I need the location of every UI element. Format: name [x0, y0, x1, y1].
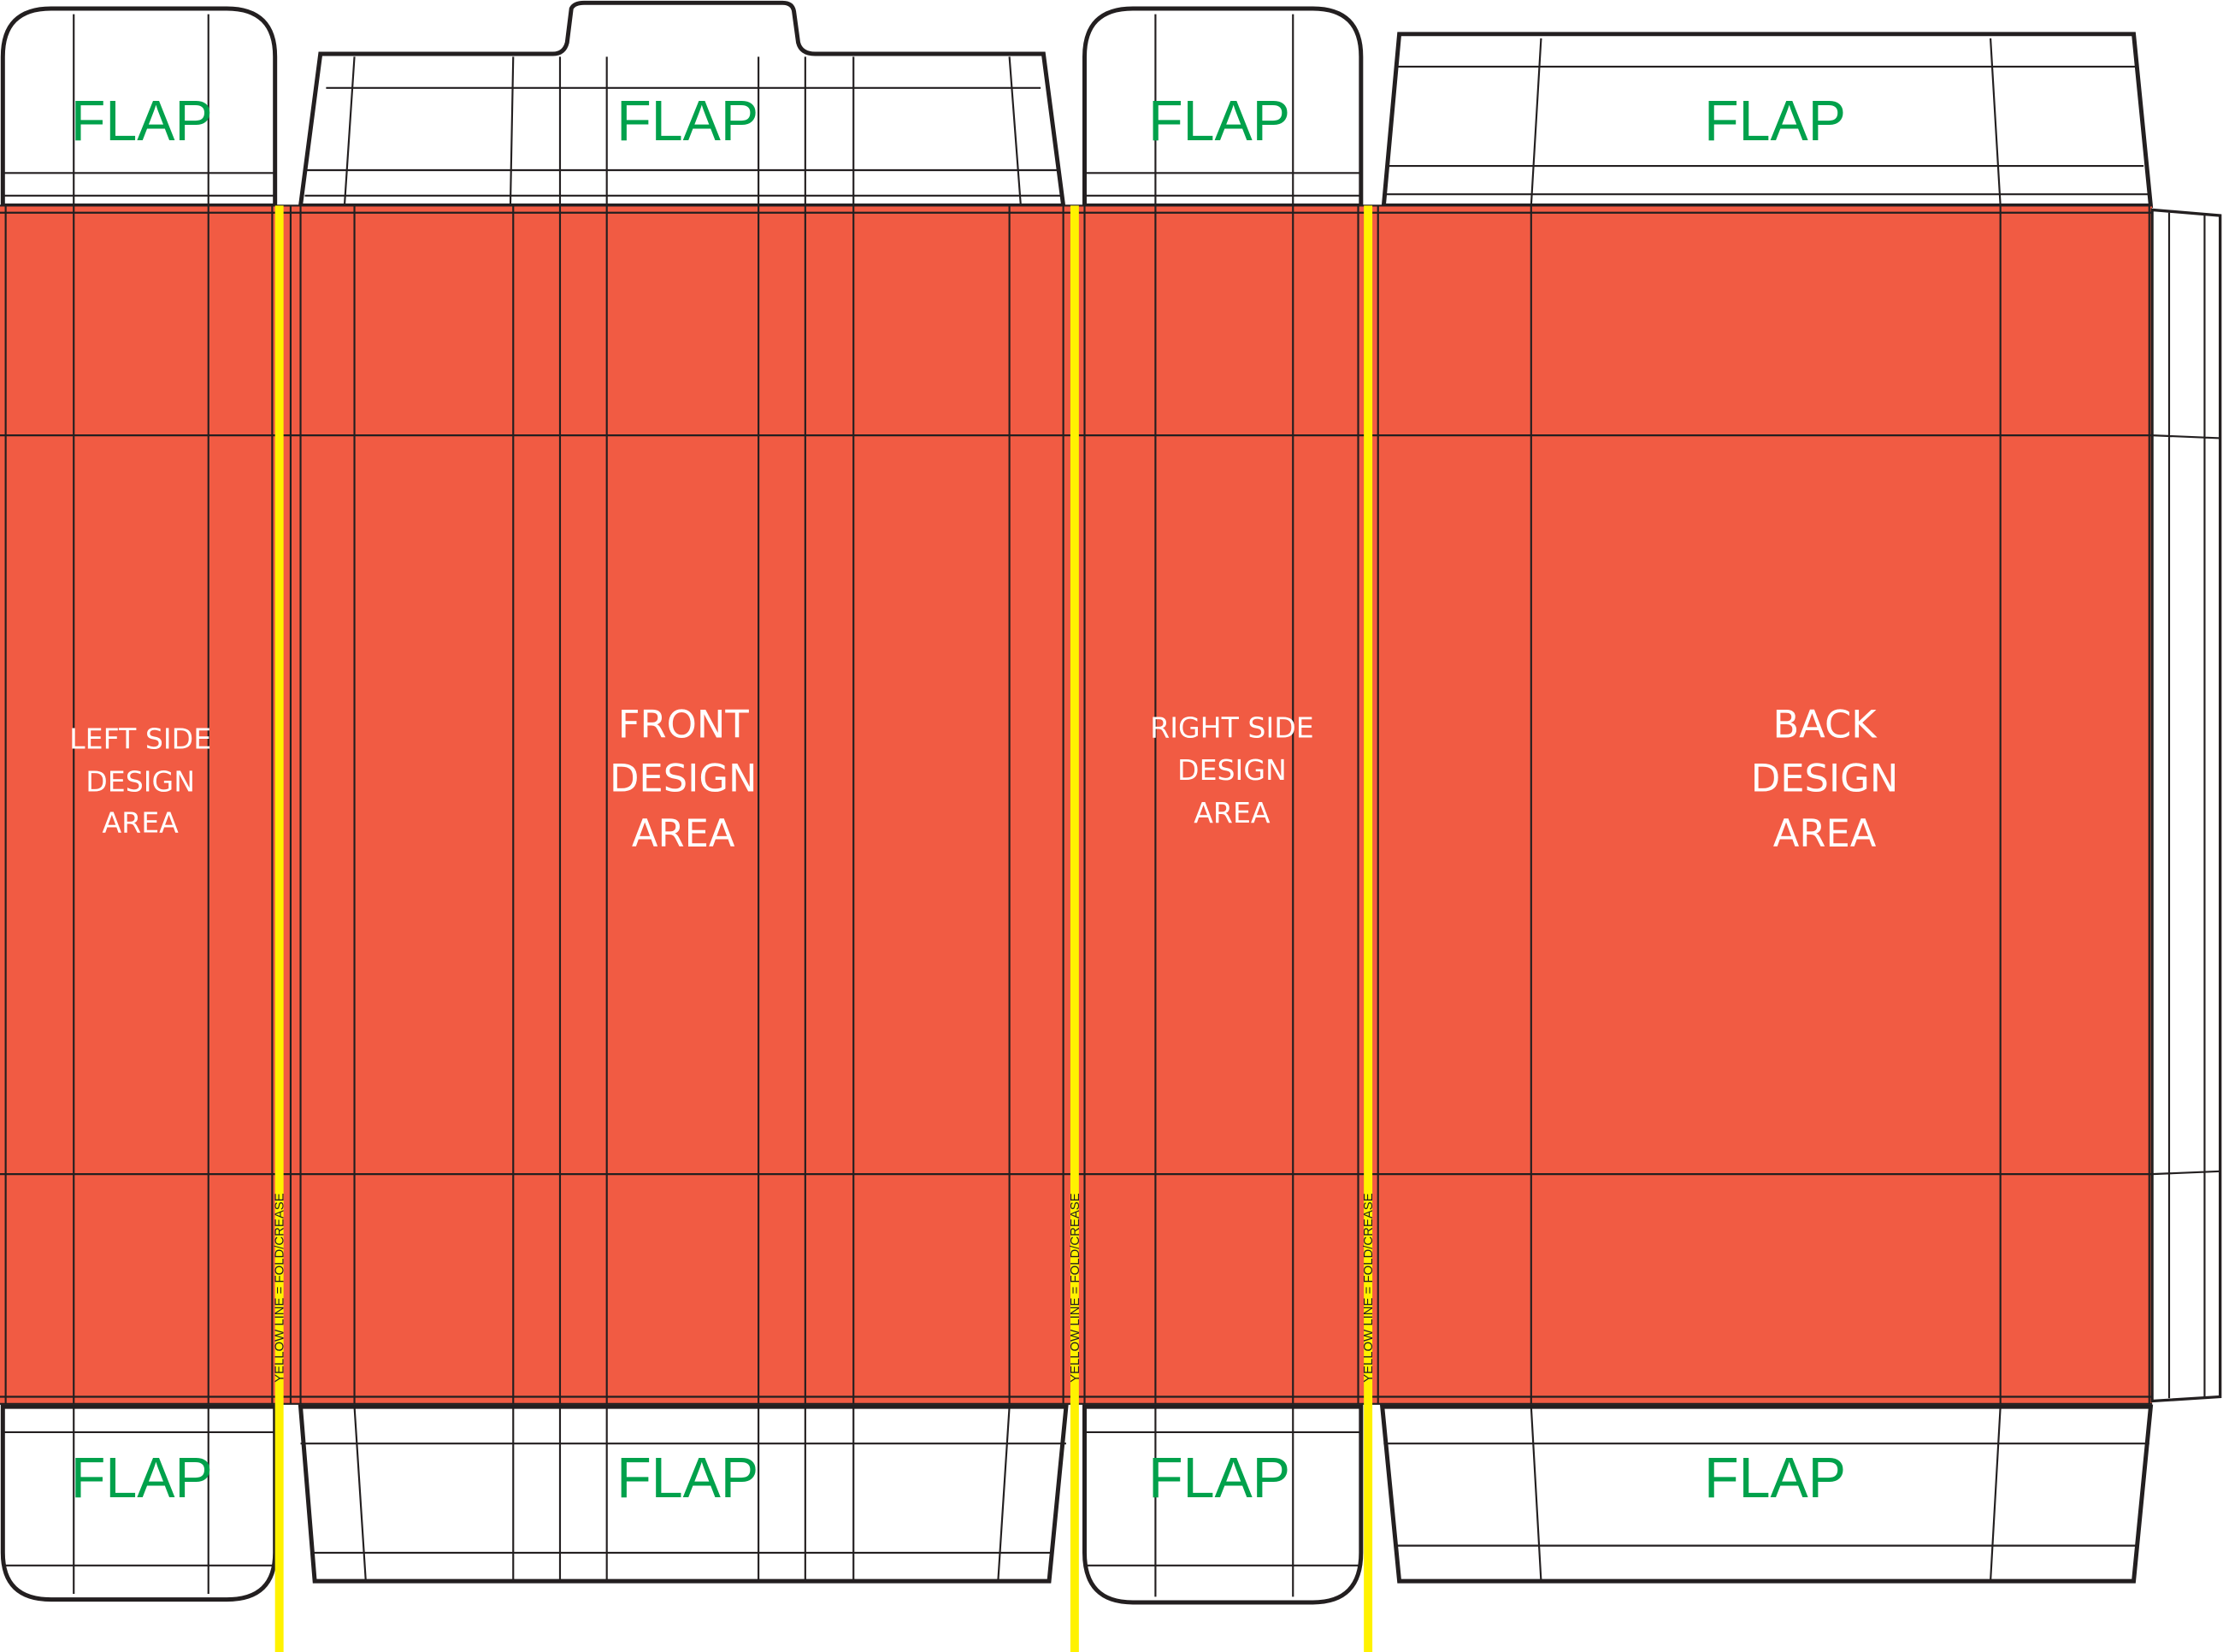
fold-note-1: YELLOW LINE = FOLD/CREASE	[273, 1193, 287, 1383]
bottom-flap-back	[1379, 1404, 2154, 1584]
fold-lines: YELLOW LINE = FOLD/CREASE YELLOW LINE = …	[273, 205, 1376, 1652]
back-label: BACK DESIGN AREA	[1751, 701, 1899, 856]
left-side-label: LEFT SIDE DESIGN AREA	[69, 723, 211, 840]
front-label: FRONT DESIGN AREA	[610, 701, 758, 856]
flap-label: FLAP	[1704, 1447, 1846, 1510]
label-line: AREA	[1773, 811, 1877, 856]
fold-note-3: YELLOW LINE = FOLD/CREASE	[1361, 1193, 1376, 1383]
label-line: AREA	[1194, 796, 1271, 829]
label-line: DESIGN	[1177, 753, 1287, 787]
label-line: AREA	[102, 805, 179, 839]
flap-labels: FLAP FLAP FLAP FLAP FLAP FLAP FLAP FLAP	[71, 90, 1846, 1510]
flap-label: FLAP	[1704, 90, 1846, 153]
label-line: FRONT	[618, 701, 750, 746]
label-line: RIGHT SIDE	[1150, 711, 1314, 744]
bottom-flap-front	[298, 1404, 1069, 1584]
flap-label: FLAP	[71, 90, 213, 153]
top-flap-right	[1082, 6, 1364, 208]
flap-label: FLAP	[616, 1447, 758, 1510]
fold-line-1	[274, 205, 284, 1652]
flap-label: FLAP	[616, 90, 758, 153]
right-side-label: RIGHT SIDE DESIGN AREA	[1150, 711, 1314, 829]
label-line: AREA	[632, 811, 735, 856]
fold-line-2	[1070, 205, 1079, 1652]
label-line: LEFT SIDE	[69, 723, 211, 756]
label-line: DESIGN	[1751, 755, 1899, 800]
label-line: DESIGN	[86, 764, 195, 798]
bottom-flap-left	[0, 1404, 278, 1602]
flap-label: FLAP	[1148, 90, 1290, 153]
top-flaps	[0, 0, 2154, 208]
label-line: DESIGN	[610, 755, 758, 800]
panel-labels: LEFT SIDE DESIGN AREA FRONT DESIGN AREA …	[69, 701, 1898, 856]
bottom-flap-right	[1082, 1404, 1364, 1605]
flap-label: FLAP	[1148, 1447, 1290, 1510]
fold-note-2: YELLOW LINE = FOLD/CREASE	[1068, 1193, 1082, 1383]
label-line: BACK	[1772, 701, 1878, 746]
glue-tab	[2150, 208, 2222, 1403]
top-flap-front	[298, 0, 1066, 208]
fold-line-3	[1364, 205, 1373, 1652]
flap-label: FLAP	[71, 1447, 213, 1510]
top-flap-left	[0, 6, 278, 208]
bottom-flaps	[0, 1404, 2154, 1605]
